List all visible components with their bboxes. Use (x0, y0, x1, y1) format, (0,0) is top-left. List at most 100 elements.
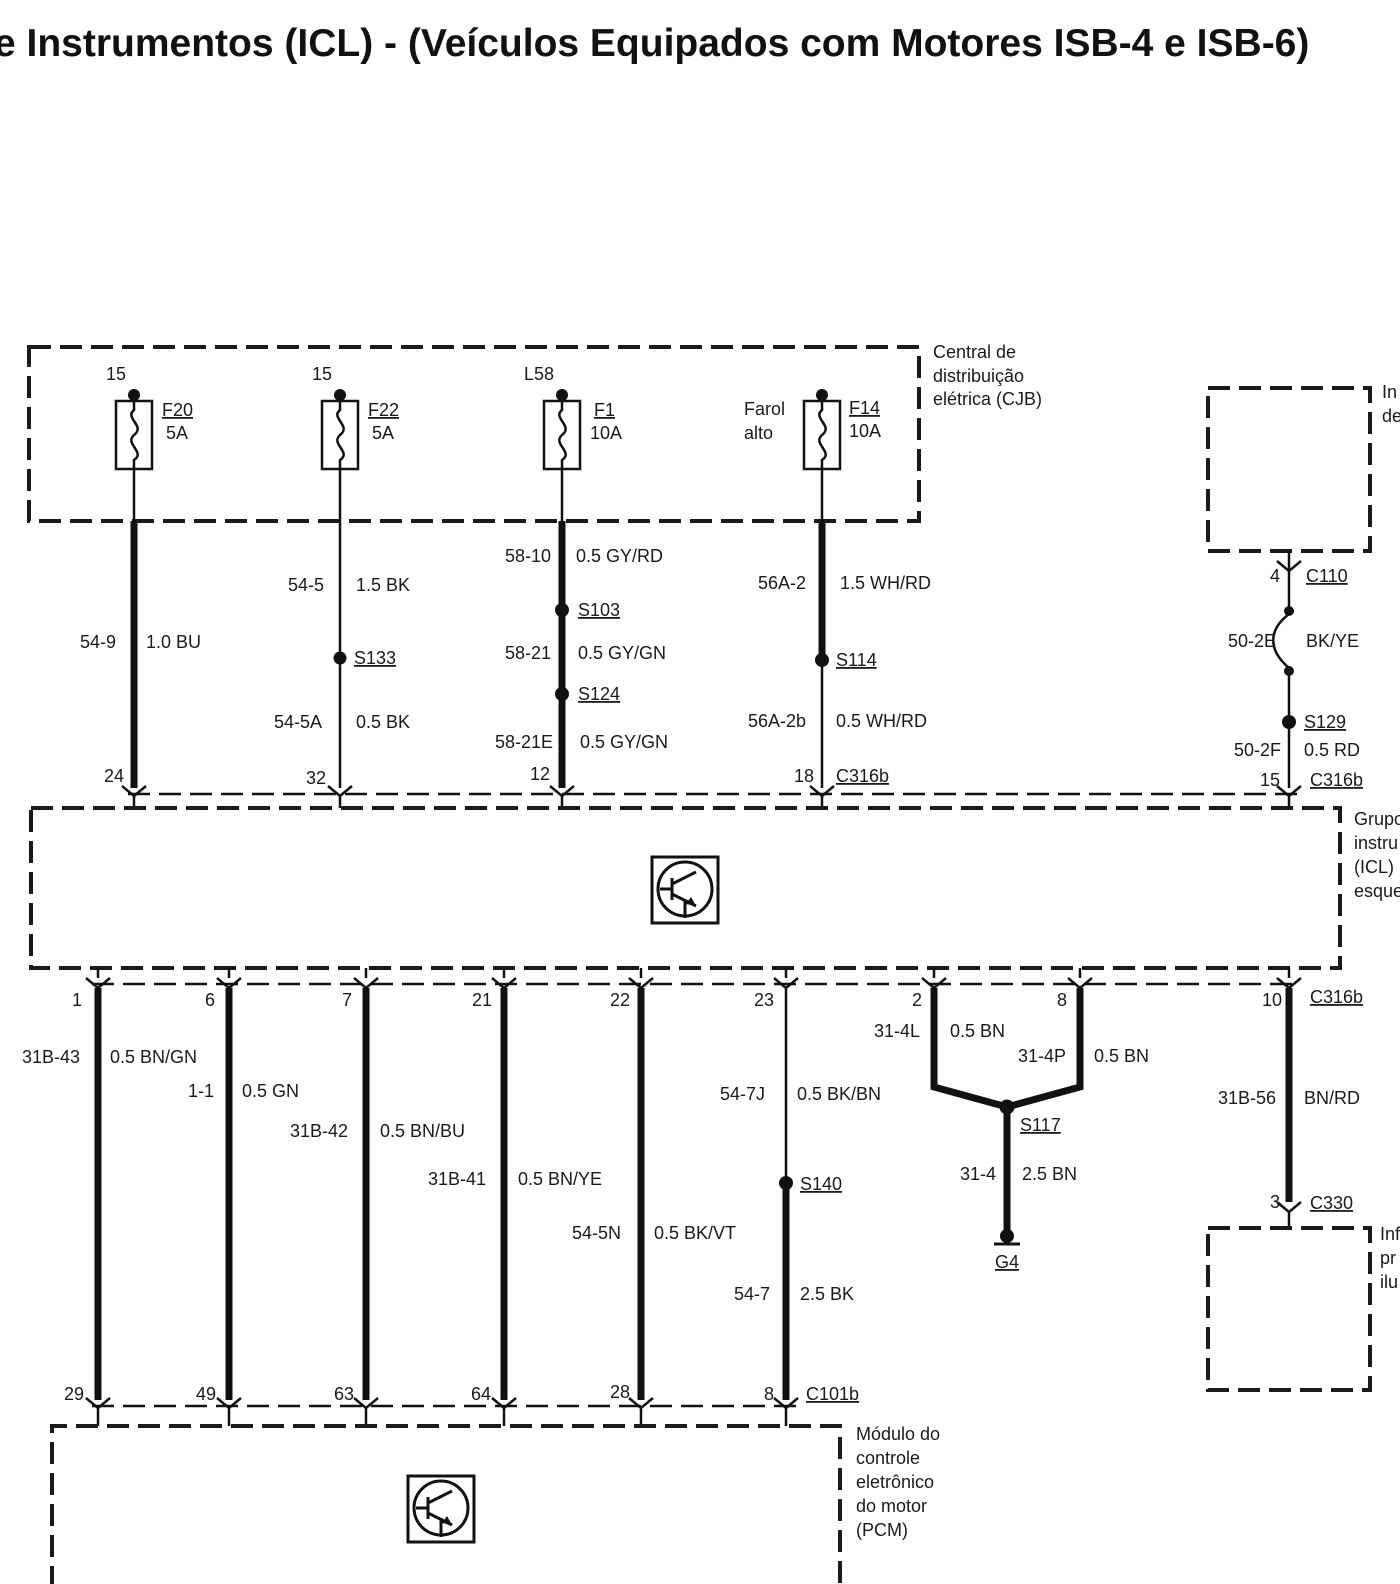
pcm-pin-49: 49 (196, 1384, 216, 1404)
ground-g4: G4 (995, 1252, 1019, 1272)
wire-31b-56-spec: BN/RD (1304, 1088, 1360, 1108)
fuse-f1-rating: 10A (590, 423, 622, 443)
fuse-f20-id: F20 (162, 400, 193, 420)
wire-50-2e-circuit: 50-2E (1228, 631, 1276, 651)
icl-top-right-connector-c316b: C316b (1310, 770, 1363, 790)
fuse-f22-id: F22 (368, 400, 399, 420)
pcm-box (50, 1424, 842, 1584)
right-bottom-wire-31b-56 (1276, 988, 1302, 1228)
wire-54-9-circuit: 54-9 (80, 632, 116, 652)
wire-54-5-circuit: 54-5 (288, 575, 324, 595)
pcm-pin-28: 28 (610, 1382, 630, 1402)
wire-31-4-spec: 2.5 BN (1022, 1164, 1077, 1184)
fuse-f20 (114, 389, 154, 471)
wire-58-21e-spec: 0.5 GY/GN (580, 732, 668, 752)
pcm-label-line2: controle (856, 1448, 920, 1468)
right-bottom-module-box (1206, 1226, 1372, 1392)
pcm-pin-29: 29 (64, 1384, 84, 1404)
wire-54-7-spec: 2.5 BK (800, 1284, 854, 1304)
icl-pin-18: 18 (794, 766, 814, 786)
wire-31-4p-circuit: 31-4P (1018, 1046, 1066, 1066)
wire-31b-41-spec: 0.5 BN/YE (518, 1169, 602, 1189)
fuse-f22 (320, 389, 360, 471)
pcm-pin-64: 64 (471, 1384, 491, 1404)
wire-56a-2b-spec: 0.5 WH/RD (836, 711, 927, 731)
wire-54-7j-circuit: 54-7J (720, 1084, 765, 1104)
wire-54-7-circuit: 54-7 (734, 1284, 770, 1304)
icl-pin-7: 7 (342, 990, 352, 1010)
wire-58-10-spec: 0.5 GY/RD (576, 546, 663, 566)
ground-branch (930, 988, 1084, 1246)
splice-s124-dot (555, 687, 569, 701)
splice-s129-dot (1282, 715, 1296, 729)
icl-box (29, 806, 1342, 970)
page-title: e Instrumentos (ICL) - (Veículos Equipad… (0, 22, 1310, 65)
icl-top-connector-c316b: C316b (836, 766, 889, 786)
icl-bottom-connector-c316b: C316b (1310, 987, 1363, 1007)
icl-pin-1: 1 (72, 990, 82, 1010)
icl-pin-6: 6 (205, 990, 215, 1010)
wire-31b-43-circuit: 31B-43 (22, 1047, 80, 1067)
right-bottom-module-label-line3: ilu (1380, 1272, 1398, 1292)
splice-s114: S114 (836, 650, 877, 670)
wire-54-5-spec: 1.5 BK (356, 575, 410, 595)
icl-bottom-connector-row (85, 968, 1302, 990)
fuse-f20-source: 15 (106, 364, 126, 384)
icl-pin-2: 2 (912, 990, 922, 1010)
splice-s133: S133 (354, 648, 396, 668)
wire-31-4p-spec: 0.5 BN (1094, 1046, 1149, 1066)
top-wire-56a (815, 469, 829, 788)
icl-pin-22: 22 (610, 990, 630, 1010)
right-bottom-connector-pin: 3 (1270, 1192, 1280, 1212)
splice-s124: S124 (578, 684, 620, 704)
right-top-module-label-line1: In (1382, 382, 1397, 402)
wire-58-21-circuit: 58-21 (505, 643, 551, 663)
wire-58-21-spec: 0.5 GY/GN (578, 643, 666, 663)
wire-31b-56-circuit: 31B-56 (1218, 1088, 1276, 1108)
wire-31-4-circuit: 31-4 (960, 1164, 996, 1184)
right-top-module-label-line2: de (1382, 406, 1400, 426)
wire-54-5n-spec: 0.5 BK/VT (654, 1223, 736, 1243)
fuse-f1 (542, 389, 582, 471)
icl-top-connector-row (121, 785, 1302, 808)
wire-54-5a-circuit: 54-5A (274, 712, 322, 732)
top-wire-58 (555, 469, 569, 788)
splice-s129: S129 (1304, 712, 1346, 732)
icl-pin-8: 8 (1057, 990, 1067, 1010)
splice-s103: S103 (578, 600, 620, 620)
fuse-f1-source: L58 (524, 364, 554, 384)
fuse-f14 (802, 389, 842, 471)
fuse-f14-rating: 10A (849, 421, 881, 441)
wire-54-5n-circuit: 54-5N (572, 1223, 621, 1243)
fuse-f22-rating: 5A (372, 423, 394, 443)
wire-31b-43-spec: 0.5 BN/GN (110, 1047, 197, 1067)
right-bottom-module-label-line1: Inf (1380, 1224, 1400, 1244)
splice-s117: S117 (1020, 1115, 1061, 1135)
fuse-f14-source-line2: alto (744, 423, 773, 443)
connector-c110: C110 (1306, 566, 1348, 586)
cjb-label-line3: elétrica (CJB) (933, 389, 1042, 409)
cjb-box (27, 345, 921, 523)
pcm-label-line3: eletrônico (856, 1472, 934, 1492)
wire-58-21e-circuit: 58-21E (495, 732, 553, 752)
splice-s140-dot (779, 1176, 793, 1190)
splice-s140: S140 (800, 1174, 842, 1194)
top-wire-54-5 (333, 469, 347, 788)
wire-54-7j-spec: 0.5 BK/BN (797, 1084, 881, 1104)
wire-50-2e-spec: BK/YE (1306, 631, 1359, 651)
pcm-connector-row (85, 1397, 799, 1426)
right-top-wire-50-2 (1272, 551, 1302, 788)
pcm-pin-8: 8 (764, 1384, 774, 1404)
cjb-label-line1: Central de (933, 342, 1016, 362)
icl-label-line1: Grupo (1354, 809, 1400, 829)
wire-54-9-spec: 1.0 BU (146, 632, 201, 652)
icl-pin-21: 21 (472, 990, 492, 1010)
right-top-module-box (1206, 386, 1372, 553)
icl-pin-23: 23 (754, 990, 774, 1010)
wire-56a-2-circuit: 56A-2 (758, 573, 806, 593)
wire-31b-42-spec: 0.5 BN/BU (380, 1121, 465, 1141)
splice-s103-dot (555, 603, 569, 617)
fuse-f22-source: 15 (312, 364, 332, 384)
pcm-label-line1: Módulo do (856, 1424, 940, 1444)
bottom-wire-54-7 (779, 988, 793, 1400)
